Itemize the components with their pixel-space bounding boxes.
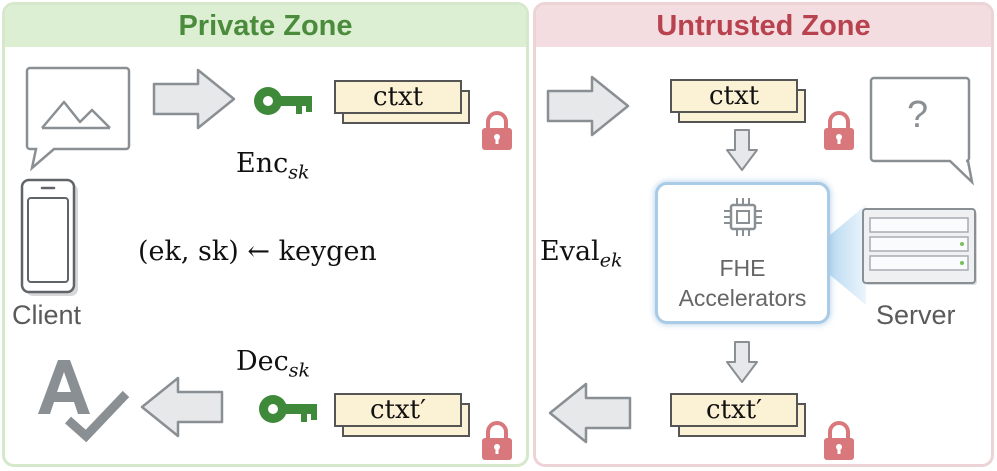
arrow-right-encrypt bbox=[152, 68, 236, 130]
enc-label: Encsk bbox=[236, 148, 310, 183]
arrow-left-return bbox=[548, 382, 632, 444]
private-zone: Private Zone bbox=[2, 2, 529, 467]
ctxt-prime-document-untrusted: ctxt′ bbox=[670, 393, 806, 437]
eval-text: Eval bbox=[540, 236, 600, 267]
spellcheck-icon bbox=[38, 360, 130, 443]
enc-text: Enc bbox=[236, 148, 289, 179]
dec-subscript: sk bbox=[288, 359, 311, 382]
keygen-label: (ek, sk) ← keygen bbox=[138, 236, 377, 267]
untrusted-zone-title: Untrusted Zone bbox=[536, 5, 991, 47]
dec-label: Decsk bbox=[236, 346, 310, 381]
question-bubble-icon bbox=[869, 76, 974, 186]
arrow-left-decrypt bbox=[140, 376, 224, 438]
chip-icon bbox=[724, 198, 762, 236]
ctxt-document-private: ctxt bbox=[334, 80, 470, 124]
arrow-down-to-fhe bbox=[726, 129, 758, 171]
lock-icon bbox=[824, 421, 854, 460]
question-mark: ? bbox=[907, 94, 929, 136]
lock-icon bbox=[482, 111, 512, 150]
accelerators-line: Accelerators bbox=[678, 285, 807, 311]
key-icon bbox=[254, 87, 312, 115]
phone-icon bbox=[20, 178, 78, 296]
enc-subscript: sk bbox=[288, 161, 310, 184]
fhe-accelerator-box: FHE Accelerators bbox=[655, 182, 830, 324]
lock-icon bbox=[824, 111, 854, 150]
dec-text: Dec bbox=[236, 346, 289, 377]
eval-subscript: ek bbox=[599, 249, 623, 272]
arrow-right-send bbox=[546, 75, 630, 137]
key-icon bbox=[259, 395, 317, 423]
ctxt-text: ctxt bbox=[670, 79, 798, 113]
ctxt-prime-text: ctxt′ bbox=[670, 393, 798, 427]
fhe-line: FHE bbox=[719, 255, 766, 281]
client-label: Client bbox=[12, 300, 82, 330]
arrow-down-from-fhe bbox=[726, 341, 758, 383]
ctxt-text: ctxt bbox=[334, 80, 462, 114]
untrusted-zone: Untrusted Zone bbox=[533, 2, 994, 467]
ctxt-prime-document-private: ctxt′ bbox=[334, 393, 470, 437]
ctxt-prime-text: ctxt′ bbox=[334, 393, 462, 427]
fhe-accelerators-label: FHE Accelerators bbox=[658, 253, 827, 313]
image-icon bbox=[25, 66, 131, 172]
server-icon bbox=[862, 208, 977, 285]
lock-icon bbox=[482, 421, 512, 460]
eval-label: Evalek bbox=[540, 236, 622, 271]
server-label: Server bbox=[876, 300, 956, 330]
private-zone-title: Private Zone bbox=[5, 5, 526, 47]
ctxt-document-untrusted: ctxt bbox=[670, 79, 806, 123]
